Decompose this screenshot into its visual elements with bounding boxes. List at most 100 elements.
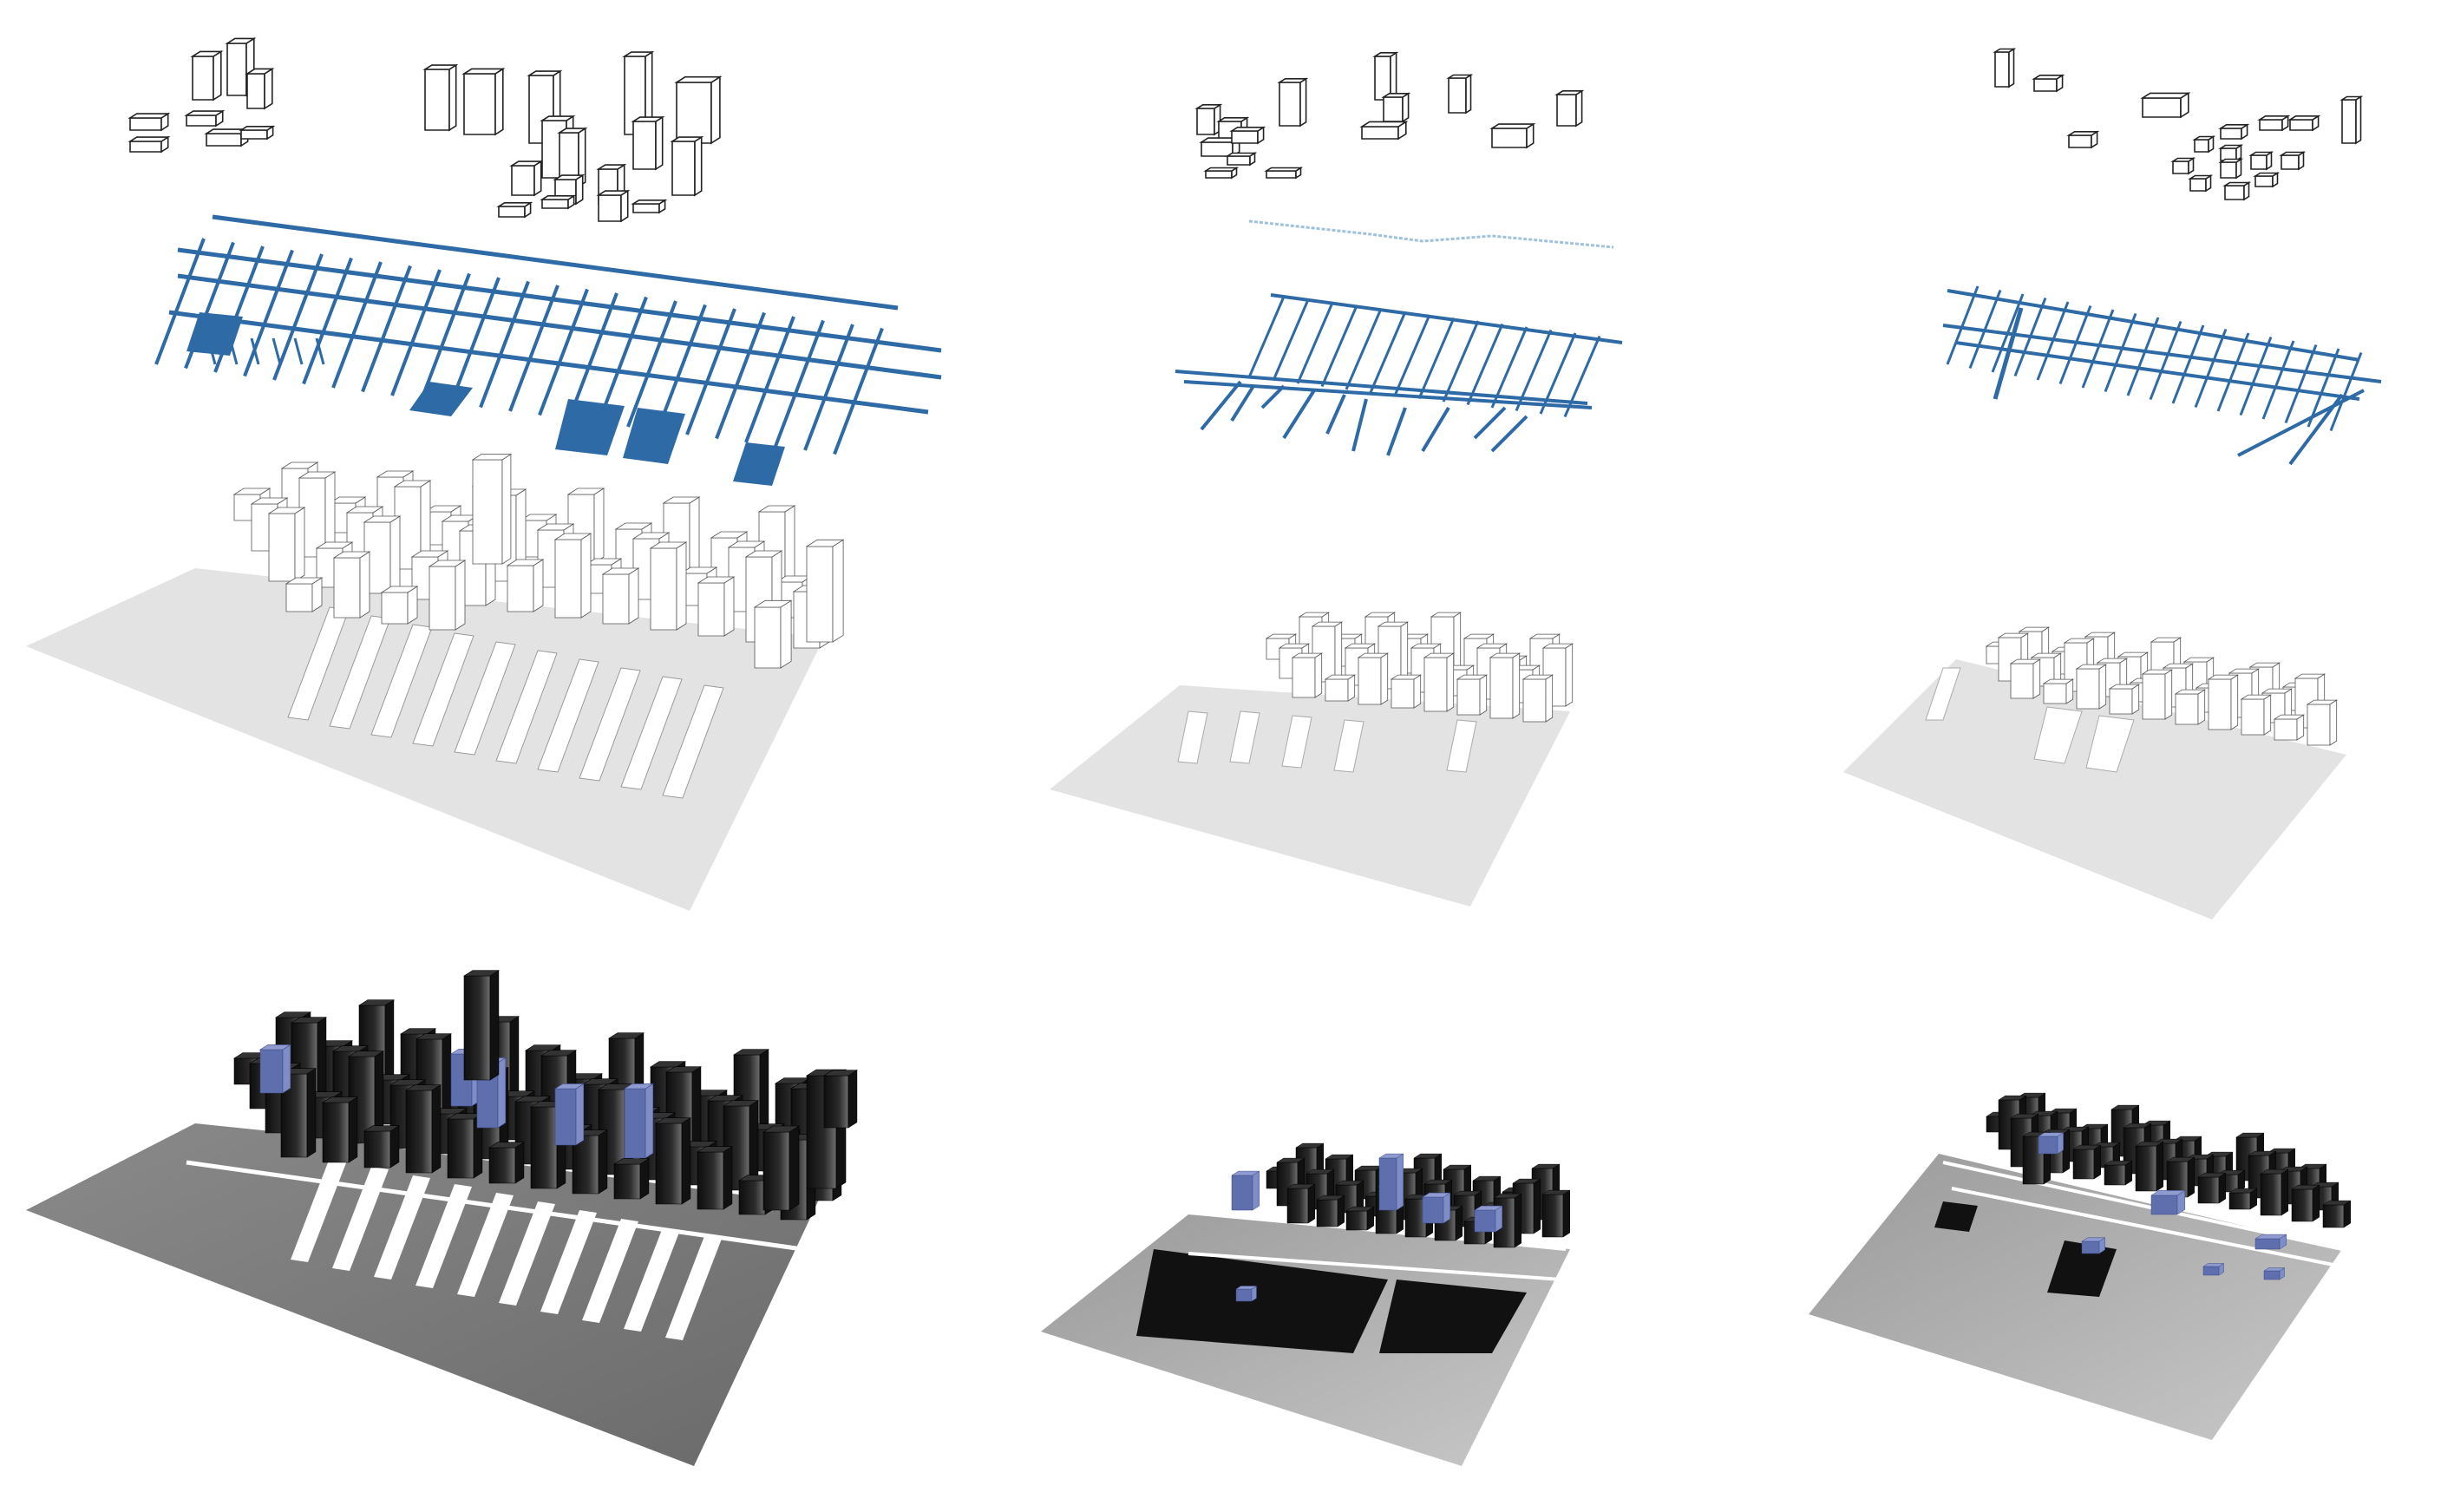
wire-building (1292, 653, 1322, 697)
dark-building (2136, 1142, 2163, 1191)
column-1-site-massing (26, 455, 843, 911)
wire-building (1490, 653, 1520, 718)
street-cross (687, 309, 735, 435)
highlight-building (2203, 1264, 2224, 1276)
street-cross (2083, 310, 2113, 388)
street-cross (2105, 314, 2136, 392)
column-2-rendered-composite (1041, 1143, 1570, 1466)
building-volume (2221, 160, 2241, 179)
street-cross (775, 321, 823, 447)
dark-building (656, 1118, 690, 1204)
building-volume (241, 127, 273, 139)
street-diagonal (2238, 390, 2364, 455)
column-3-street-network (1943, 286, 2381, 464)
building-volume (542, 196, 574, 208)
building-volume (2290, 116, 2319, 130)
wire-building (1457, 675, 1487, 715)
wire-building (2011, 659, 2040, 698)
building-volume (130, 137, 168, 152)
wire-building (286, 578, 322, 612)
column-3-site-massing (1843, 627, 2346, 920)
column-2 (1041, 53, 1622, 1466)
street-cross (510, 285, 558, 411)
column-3-building-volumes (1995, 49, 2361, 200)
street-cross (1262, 386, 1284, 408)
dark-building (697, 1147, 732, 1209)
street-cross (304, 259, 351, 384)
street-cross (1388, 408, 1405, 455)
dark-tower (464, 971, 499, 1080)
column-2-building-volumes (1197, 53, 1582, 178)
street-cross (1201, 382, 1240, 429)
building-volume (512, 161, 541, 195)
highlight-building (1379, 1154, 1404, 1210)
building-volume (2190, 176, 2211, 192)
wire-building (269, 507, 304, 581)
wire-building (473, 455, 511, 564)
building-volume (1232, 128, 1264, 143)
column-3-rendered-composite (1809, 1093, 2351, 1440)
building-volume (1227, 154, 1255, 166)
wire-building (698, 577, 734, 636)
street-block (733, 442, 785, 486)
dark-building (1287, 1184, 1315, 1223)
wire-building (807, 540, 843, 642)
building-volume (193, 51, 221, 100)
wire-building (603, 568, 638, 624)
street-cross (2263, 341, 2294, 419)
highlight-building (260, 1044, 291, 1093)
street-cross (451, 278, 499, 403)
building-volume (1557, 91, 1582, 126)
street-cross (481, 282, 528, 408)
column-1-building-volumes (130, 38, 720, 221)
building-volume (677, 77, 720, 143)
building-volume (2260, 116, 2288, 130)
wire-building (334, 552, 370, 618)
building-volume (1375, 53, 1397, 100)
dark-tower (824, 1070, 857, 1128)
building-volume (2342, 97, 2361, 144)
building-volume (2195, 137, 2214, 153)
street-cross (422, 274, 469, 400)
building-volume (672, 137, 702, 195)
wire-building (2110, 684, 2139, 714)
column-3 (1809, 49, 2381, 1441)
street-cross (1232, 386, 1253, 421)
building-volume (1362, 121, 1406, 139)
highlight-building (2255, 1234, 2287, 1249)
dark-building (364, 1126, 399, 1168)
dark-building (1346, 1207, 1374, 1230)
highlight-building (2038, 1133, 2064, 1154)
building-volume (2281, 153, 2304, 170)
street-cross (805, 324, 853, 450)
building-volume (1492, 124, 1534, 147)
highlight-building (1423, 1193, 1450, 1223)
building-volume (633, 200, 665, 213)
wire-building (2143, 670, 2172, 719)
street-cross (2196, 330, 2226, 408)
street-cross (1475, 408, 1505, 438)
building-volume (2143, 93, 2189, 117)
wire-building (1391, 675, 1421, 708)
wire-building (2044, 679, 2073, 704)
street-cross (2173, 325, 2203, 403)
building-volume (2069, 132, 2097, 147)
highlight-building (2264, 1268, 2285, 1280)
street-cross (1284, 390, 1314, 438)
building-volume (1279, 79, 1306, 126)
street-avenue-elevated (1249, 221, 1613, 247)
highlight-building (2082, 1238, 2105, 1253)
column-1 (26, 38, 941, 1466)
building-volume (599, 191, 628, 221)
dark-building (323, 1097, 357, 1162)
building-volume (1266, 168, 1301, 179)
street-cross (392, 270, 440, 396)
wire-building (651, 542, 686, 630)
building-volume (247, 69, 272, 108)
wire-building (2176, 690, 2205, 724)
wire-building (755, 600, 791, 668)
dark-building (2229, 1188, 2257, 1209)
street-cross (1423, 408, 1449, 451)
